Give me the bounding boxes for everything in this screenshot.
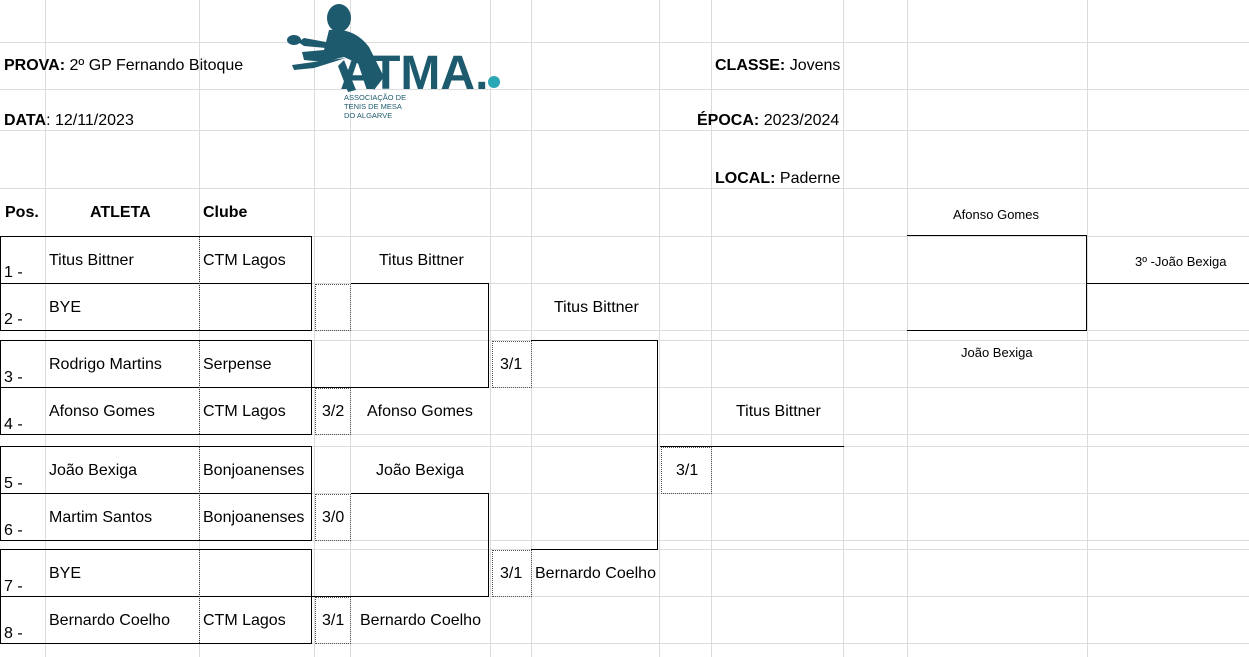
athlete-name: BYE — [49, 299, 82, 316]
round1-winner: Bernardo Coelho — [360, 612, 481, 629]
data-field: DATA: 12/11/2023 — [4, 112, 134, 130]
svg-text:DO ALGARVE: DO ALGARVE — [344, 111, 392, 120]
round2-winner: Bernardo Coelho — [535, 565, 656, 582]
club-name: CTM Lagos — [203, 612, 286, 629]
third-place-result: 3º -João Bexiga — [1135, 254, 1227, 269]
score-cell — [492, 341, 532, 388]
club-name: CTM Lagos — [203, 252, 286, 269]
score-cell — [315, 597, 351, 644]
pos-label: 5 - — [4, 475, 23, 492]
round2-winner: Titus Bittner — [554, 299, 639, 316]
pos-label: 6 - — [4, 522, 23, 539]
classe-label: CLASSE: — [715, 57, 786, 74]
epoca-field: ÉPOCA: 2023/2024 — [697, 112, 839, 130]
athlete-name: Afonso Gomes — [49, 403, 155, 420]
pos-label: 7 - — [4, 578, 23, 595]
data-label: DATA — [4, 112, 47, 129]
pos-label: 8 - — [4, 625, 23, 642]
pos-label: 2 - — [4, 311, 23, 328]
club-name: Serpense — [203, 356, 272, 373]
score-cell — [492, 550, 532, 597]
epoca-label: ÉPOCA: — [697, 112, 760, 129]
final-winner: Titus Bittner — [736, 403, 821, 420]
athlete-name: BYE — [49, 565, 82, 582]
score: 3/0 — [322, 509, 345, 526]
round1-winner: Titus Bittner — [379, 252, 464, 269]
score-cell — [315, 388, 351, 435]
svg-text:TENIS DE MESA: TENIS DE MESA — [344, 102, 402, 111]
svg-text:ASSOCIAÇÃO DE: ASSOCIAÇÃO DE — [344, 93, 406, 102]
table-tennis-player-icon: ATMA. ASSOCIAÇÃO DE TENIS DE MESA DO ALG… — [287, 4, 500, 120]
prova-value: 2º GP Fernando Bitoque — [69, 57, 244, 74]
pos-label: 4 - — [4, 416, 23, 433]
score: 3/1 — [500, 565, 523, 582]
prova-label: PROVA: — [4, 57, 66, 74]
third-place-player-2: João Bexiga — [961, 345, 1033, 360]
third-place-player-1: Afonso Gomes — [953, 207, 1039, 222]
athlete-name: Bernardo Coelho — [49, 612, 170, 629]
score: 3/1 — [500, 356, 523, 373]
score: 3/1 — [322, 612, 345, 629]
col-header-clube: Clube — [203, 204, 248, 221]
athlete-name: Martim Santos — [49, 509, 153, 526]
athlete-name: Titus Bittner — [49, 252, 134, 269]
data-value: : 12/11/2023 — [46, 112, 134, 129]
local-field: LOCAL: Paderne — [715, 170, 840, 188]
col-header-pos: Pos. — [5, 204, 39, 221]
epoca-value: 2023/2024 — [763, 112, 840, 129]
logo-brand-text: ATMA. — [340, 47, 488, 100]
classe-field: CLASSE: Jovens — [715, 57, 840, 75]
prova-field: PROVA: 2º GP Fernando Bitoque — [4, 57, 243, 75]
classe-value: Jovens — [789, 57, 841, 74]
score: 3/1 — [676, 462, 699, 479]
athlete-name: Rodrigo Martins — [49, 356, 162, 373]
col-header-atleta: ATLETA — [90, 204, 151, 221]
club-name: Bonjoanenses — [203, 462, 305, 479]
round1-winner: Afonso Gomes — [367, 403, 473, 420]
club-name: CTM Lagos — [203, 403, 286, 420]
local-value: Paderne — [779, 170, 841, 187]
round1-winner: João Bexiga — [376, 462, 465, 479]
pos-label: 1 - — [4, 264, 23, 281]
score-cell — [315, 494, 351, 541]
score-cell-empty — [315, 284, 351, 331]
club-name: Bonjoanenses — [203, 509, 305, 526]
pos-label: 3 - — [4, 369, 23, 386]
local-label: LOCAL: — [715, 170, 776, 187]
atma-logo: ATMA. ASSOCIAÇÃO DE TENIS DE MESA DO ALG… — [284, 2, 504, 127]
score-cell — [661, 447, 712, 494]
athlete-name: João Bexiga — [49, 462, 138, 479]
score: 3/2 — [322, 403, 345, 420]
